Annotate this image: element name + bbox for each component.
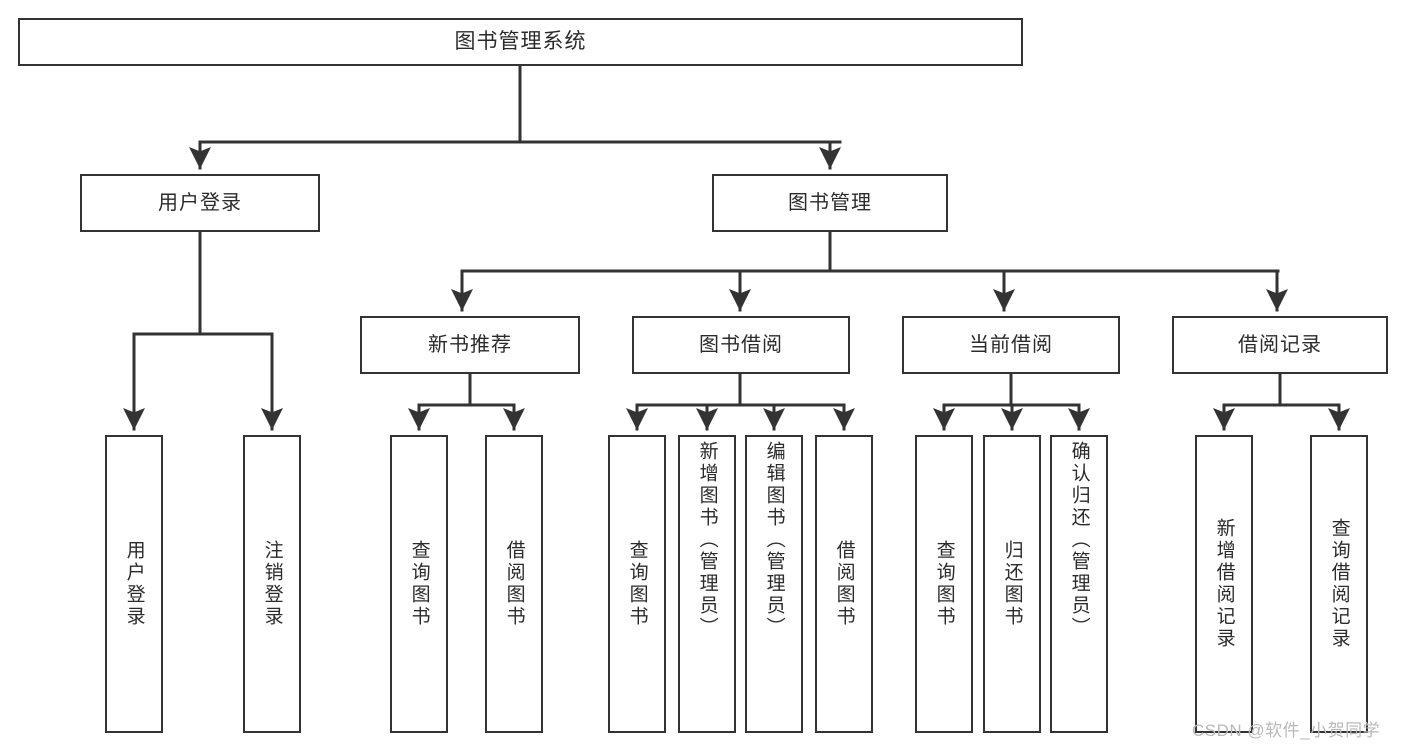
node-root-label: 图书管理系统 [454, 29, 587, 53]
node-book-manage-label: 图书管理 [788, 191, 872, 214]
node-current-loan-label: 当前借阅 [969, 333, 1053, 356]
node-leaf-add-book-admin-label: 新增图书（管理员） [696, 441, 718, 639]
node-leaf-borrow-book-2-label: 借阅图书 [833, 540, 855, 628]
node-leaf-user-login[interactable]: 用户登录 [105, 435, 163, 733]
node-leaf-return-book-label: 归还图书 [1001, 540, 1023, 628]
node-root[interactable]: 图书管理系统 [18, 18, 1023, 66]
node-leaf-return-book[interactable]: 归还图书 [983, 435, 1041, 733]
node-loan-record[interactable]: 借阅记录 [1172, 316, 1388, 374]
node-book-borrow-label: 图书借阅 [699, 333, 783, 356]
node-leaf-add-loan-record-label: 新增借阅记录 [1213, 518, 1235, 650]
node-leaf-borrow-book-1[interactable]: 借阅图书 [485, 435, 543, 733]
node-book-manage[interactable]: 图书管理 [712, 174, 948, 232]
node-leaf-query-book-2[interactable]: 查询图书 [608, 435, 666, 733]
node-leaf-confirm-return[interactable]: 确认归还（管理员） [1050, 435, 1108, 733]
node-new-book-rec-label: 新书推荐 [428, 333, 512, 356]
node-user-login-label: 用户登录 [158, 191, 242, 214]
node-leaf-borrow-book-2[interactable]: 借阅图书 [815, 435, 873, 733]
node-loan-record-label: 借阅记录 [1238, 333, 1322, 356]
node-leaf-query-loan-record-label: 查询借阅记录 [1328, 518, 1350, 650]
node-user-login[interactable]: 用户登录 [80, 174, 320, 232]
node-new-book-rec[interactable]: 新书推荐 [360, 316, 580, 374]
node-leaf-confirm-return-label: 确认归还（管理员） [1068, 441, 1090, 639]
node-current-loan[interactable]: 当前借阅 [902, 316, 1120, 374]
node-leaf-query-book-2-label: 查询图书 [626, 540, 648, 628]
node-leaf-logout-label: 注销登录 [261, 540, 283, 628]
node-leaf-logout[interactable]: 注销登录 [243, 435, 301, 733]
node-leaf-user-login-label: 用户登录 [123, 540, 145, 628]
node-leaf-query-book-3[interactable]: 查询图书 [915, 435, 973, 733]
node-leaf-query-book-1-label: 查询图书 [408, 540, 430, 628]
node-leaf-borrow-book-1-label: 借阅图书 [503, 540, 525, 628]
node-leaf-query-loan-record[interactable]: 查询借阅记录 [1310, 435, 1368, 733]
watermark: CSDN @软件_小贺同学 [1192, 721, 1381, 740]
node-leaf-edit-book-admin-label: 编辑图书（管理员） [763, 441, 785, 639]
node-leaf-add-book-admin[interactable]: 新增图书（管理员） [678, 435, 736, 733]
node-book-borrow[interactable]: 图书借阅 [632, 316, 850, 374]
node-leaf-query-book-1[interactable]: 查询图书 [390, 435, 448, 733]
node-leaf-query-book-3-label: 查询图书 [933, 540, 955, 628]
node-leaf-edit-book-admin[interactable]: 编辑图书（管理员） [745, 435, 803, 733]
node-leaf-add-loan-record[interactable]: 新增借阅记录 [1195, 435, 1253, 733]
